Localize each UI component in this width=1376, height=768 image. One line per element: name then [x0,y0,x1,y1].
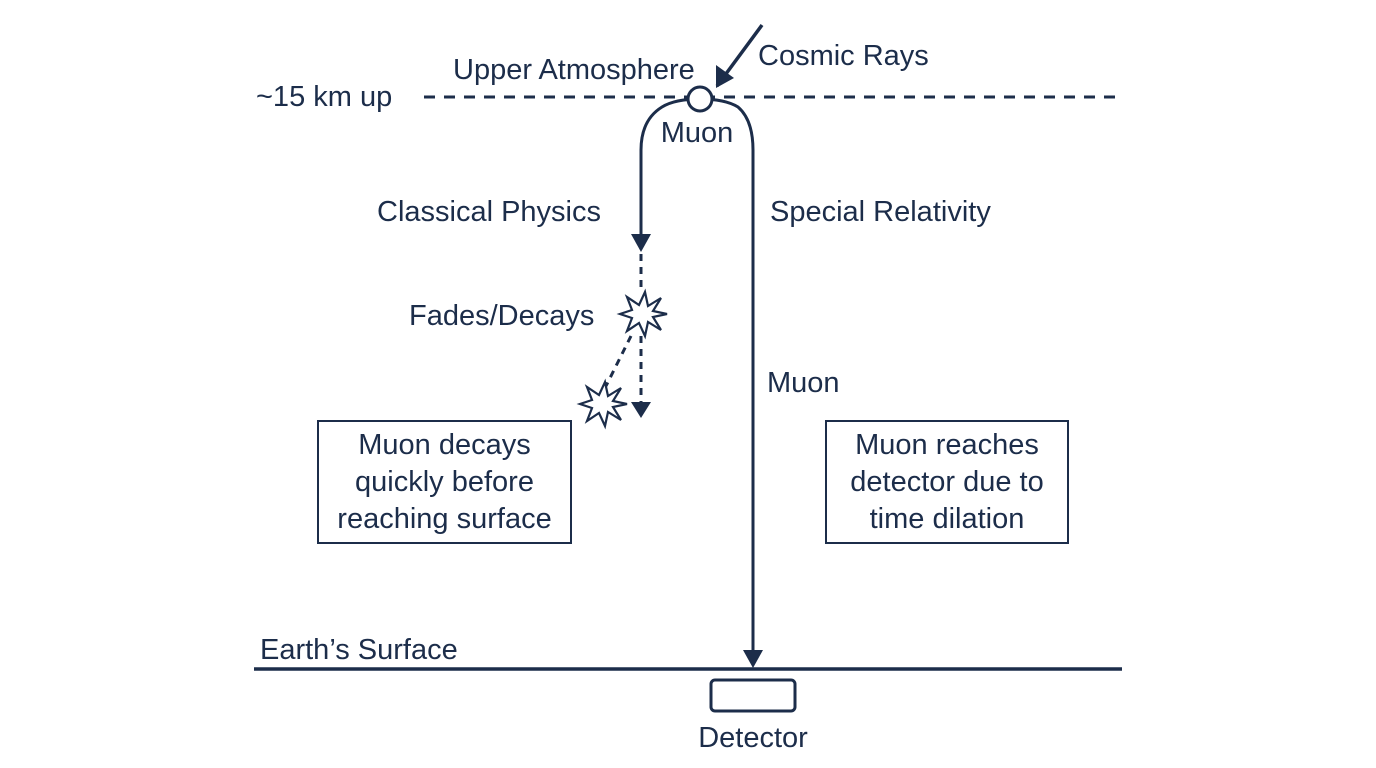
classical-outcome-box: Muon decays quickly before reaching surf… [317,420,572,544]
relativity-outcome-line: Muon reaches [855,428,1039,461]
muon-side-label: Muon [767,367,840,399]
classical-outcome-line: quickly before [355,465,534,498]
relativity-path [699,97,755,652]
detector-icon [709,678,797,713]
relativity-outcome-line: time dilation [869,502,1025,535]
classical-path [639,97,701,238]
classical-outcome-line: reaching surface [337,502,552,535]
special-relativity-label: Special Relativity [770,196,991,228]
muon-particle [686,85,714,113]
classical-arrowhead [631,234,651,252]
upper-atmosphere-label: Upper Atmosphere [453,54,695,86]
cosmic-ray-arrowhead [716,65,734,88]
decay-burst-icon [616,288,668,340]
muon-top-label: Muon [661,117,734,149]
decay-arrowhead [631,402,651,418]
relativity-outcome-line: detector due to [850,465,1044,498]
classical-physics-label: Classical Physics [377,196,601,228]
detector-label: Detector [698,722,808,754]
fades-decays-label: Fades/Decays [409,300,594,332]
decay-path-diagonal [604,335,633,387]
relativity-outcome-box: Muon reaches detector due to time dilati… [825,420,1069,544]
classical-outcome-line: Muon decays [358,428,531,461]
relativity-arrowhead [743,650,763,668]
decay-burst-icon [576,378,628,430]
altitude-label: ~15 km up [256,81,392,113]
cosmic-rays-label: Cosmic Rays [758,40,929,72]
earths-surface-label: Earth’s Surface [260,634,458,666]
